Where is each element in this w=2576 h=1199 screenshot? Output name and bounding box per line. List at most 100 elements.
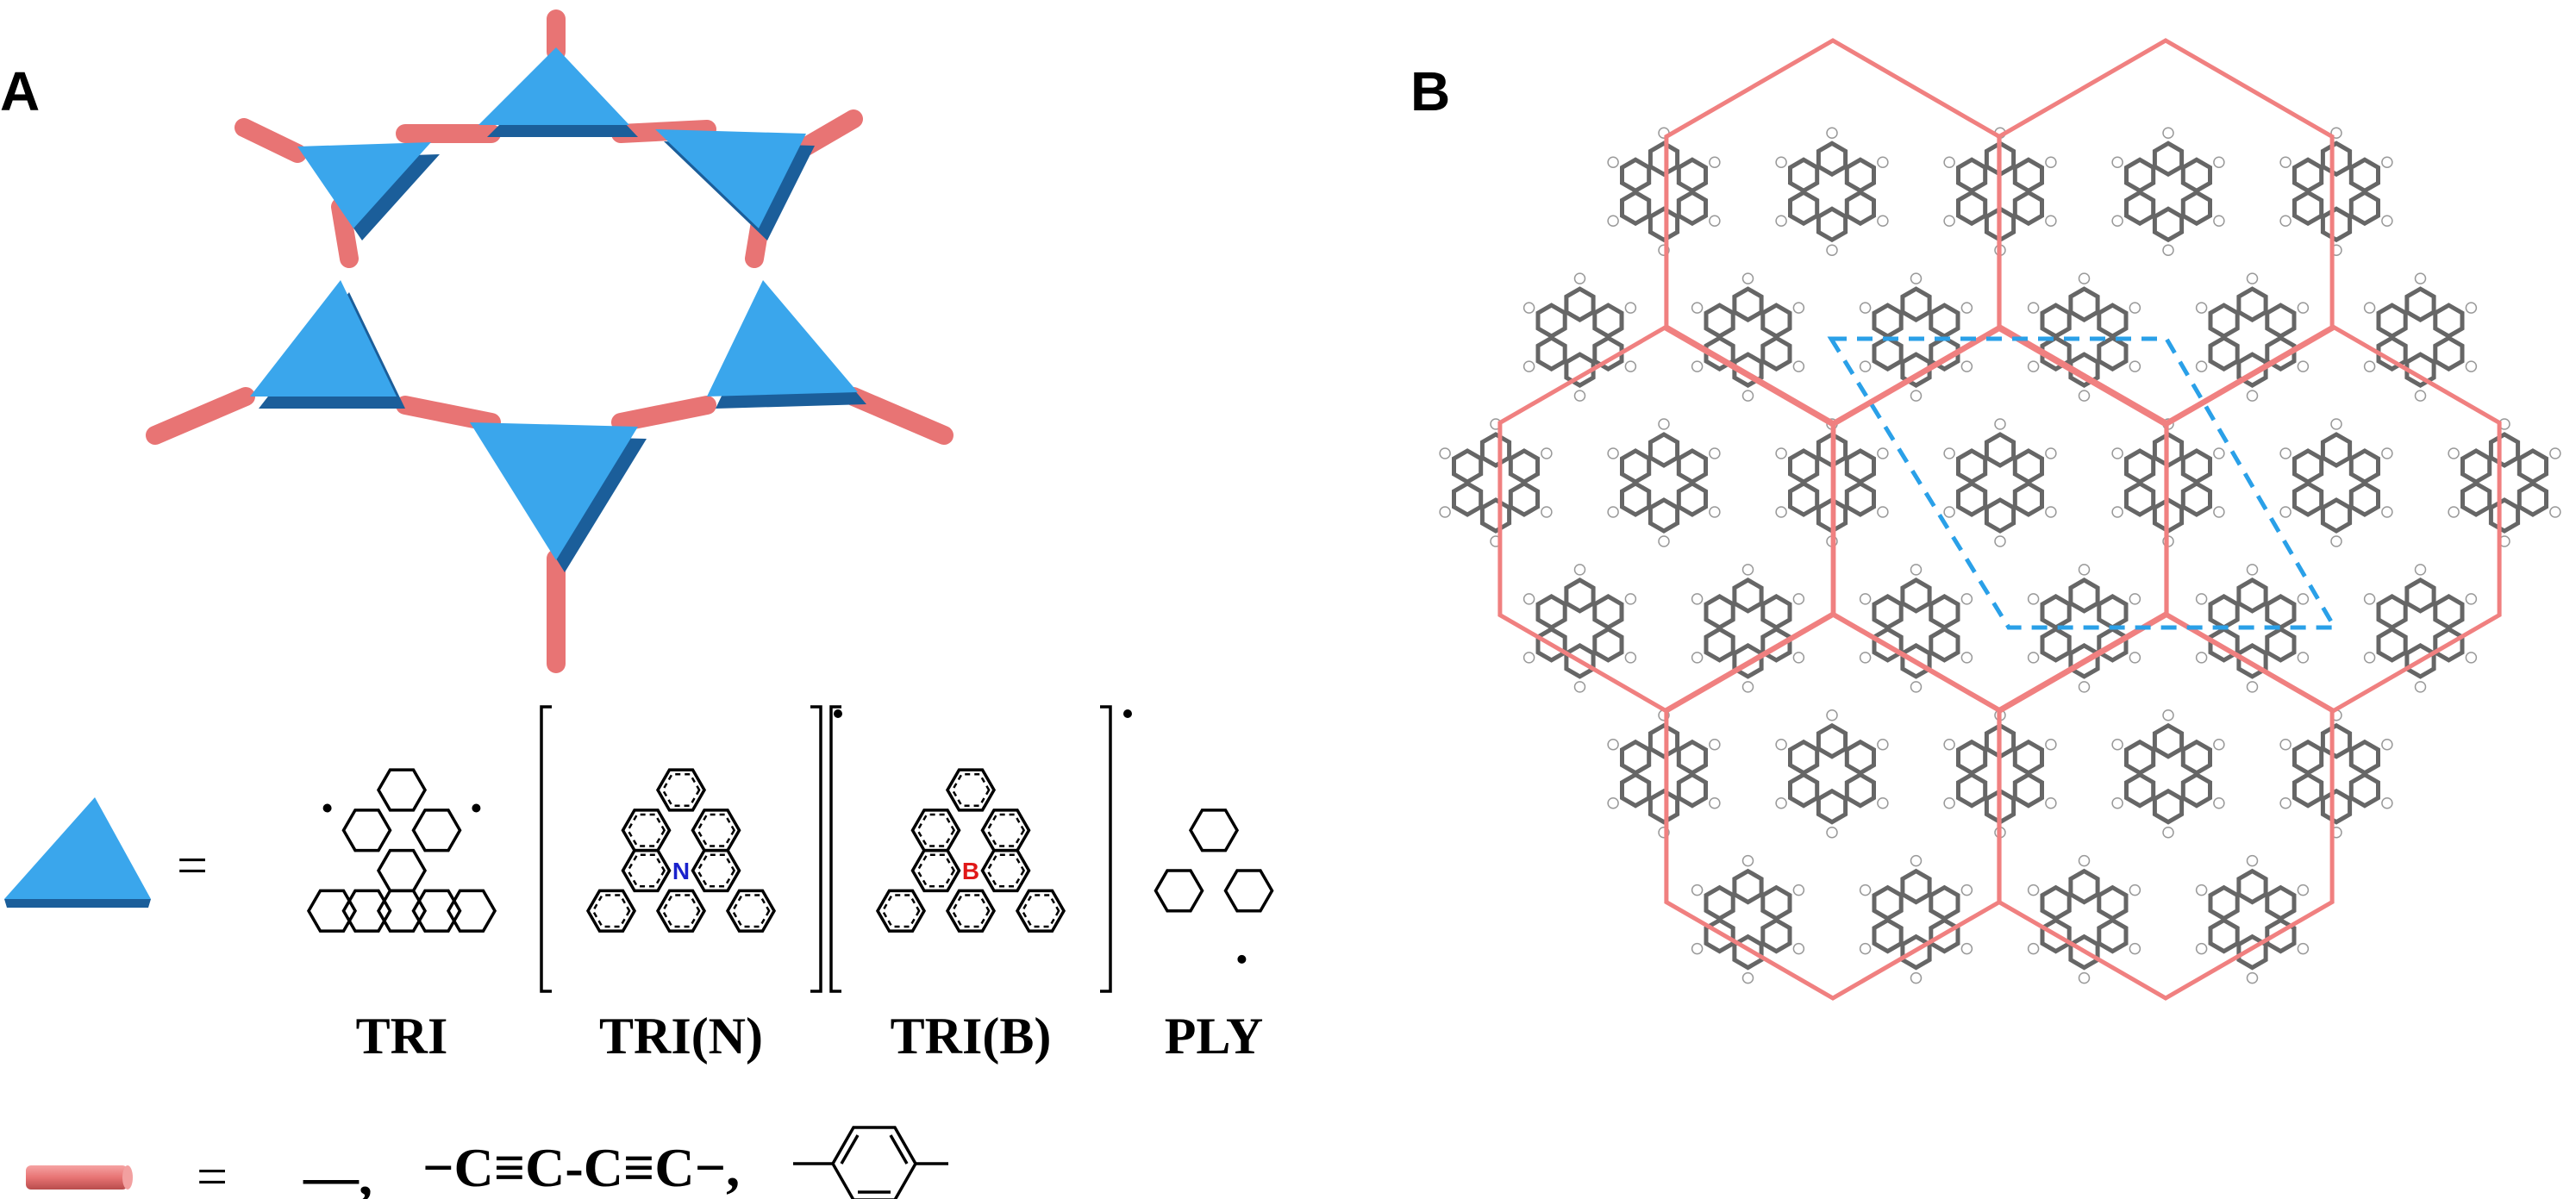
carbon-ring: [1844, 771, 1876, 809]
hydrogen-atom: [2111, 447, 2123, 459]
aromatic-ring: [951, 894, 991, 928]
hydrogen-atom: [1709, 796, 1721, 809]
hydrogen-atom: [2129, 302, 2141, 314]
carbon-ring: [1956, 157, 1988, 194]
carbon-ring: [2012, 739, 2044, 776]
hydrogen-atom: [1522, 593, 1535, 605]
hydrogen-atom: [1573, 390, 1586, 402]
hydrogen-atom: [2381, 796, 2393, 809]
carbon-ring: [1788, 190, 1820, 227]
carbon-ring: [2180, 739, 2212, 776]
carbon-ring: [2208, 594, 2240, 630]
ring-bond: [945, 889, 997, 933]
ring-bond: [446, 889, 497, 933]
hydrogen-atom: [2213, 215, 2225, 228]
carbon-ring: [2012, 190, 2044, 227]
hydrogen-atom: [2279, 796, 2292, 809]
hydrogen-atom: [2297, 302, 2310, 314]
linker-rod: [331, 197, 359, 268]
carbon-ring: [2180, 448, 2212, 484]
carbon-ring: [2236, 286, 2268, 322]
carbon-ring: [1872, 303, 1904, 339]
carbon-ring: [2320, 141, 2353, 178]
carbon-ring: [1816, 206, 1848, 243]
carbon-ring: [2376, 594, 2408, 630]
carbon-ring: [1984, 432, 2016, 468]
carbon-ring: [1732, 578, 1764, 614]
hydrogen-atom: [1709, 215, 1721, 228]
hydrogen-atom: [1541, 447, 1553, 459]
hydrogen-atom: [1960, 302, 1973, 314]
radical-dot: [1123, 709, 1132, 718]
aromatic-ring: [626, 853, 666, 888]
hydrogen-atom: [1960, 884, 1973, 896]
carbon-ring: [2292, 190, 2324, 227]
hydrogen-atom: [2381, 447, 2393, 459]
hydrogen-atom: [1439, 506, 1451, 518]
carbon-ring: [1760, 594, 1792, 630]
carbon-ring: [1929, 303, 1960, 339]
carbon-ring: [2124, 481, 2156, 517]
aromatic-ring: [985, 853, 1026, 888]
hydrogen-atom: [1943, 215, 1955, 228]
ring-bond: [910, 809, 961, 852]
hydrogen-atom: [1741, 681, 1754, 693]
hydrogen-atom: [1709, 156, 1721, 169]
hydrogen-atom: [2448, 447, 2460, 459]
hydrogen-atom: [2549, 506, 2561, 518]
carbon-ring: [2012, 481, 2044, 517]
triangle-node-icon: [4, 797, 151, 908]
carbon-ring: [1479, 432, 1512, 468]
ring-bond: [376, 848, 428, 893]
hydrogen-atom: [2465, 593, 2478, 605]
triangle-node: [297, 142, 431, 228]
carbon-ring: [1956, 448, 1988, 484]
carbon-ring: [2265, 627, 2297, 663]
hydrogen-atom: [1877, 796, 1889, 809]
carbon-ring: [1844, 157, 1876, 194]
hydrogen-atom: [1522, 652, 1535, 664]
carbon-ring: [1844, 190, 1876, 227]
carbon-ring: [1620, 448, 1652, 484]
hydrogen-atom: [2465, 360, 2478, 372]
hydrogen-atom: [2246, 854, 2259, 867]
equals-sign-nodes: =: [177, 834, 208, 896]
carbon-ring: [2348, 157, 2380, 194]
hydrogen-atom: [2246, 564, 2259, 576]
carbon-ring: [2180, 481, 2212, 517]
carbon-ring: [1648, 432, 1680, 468]
hydrogen-atom: [1910, 390, 1923, 402]
ring-bond: [691, 848, 741, 893]
carbon-ring: [2124, 157, 2156, 194]
carbon-ring: [1760, 303, 1792, 339]
carbon-ring: [1648, 788, 1680, 825]
hydrogen-atom: [2195, 942, 2208, 955]
hydrogen-atom: [1943, 447, 1955, 459]
hydrogen-atom: [1826, 826, 1838, 839]
ring-bond: [1154, 869, 1204, 913]
carbon-ring: [2460, 481, 2492, 517]
carbon-ring: [2152, 141, 2185, 178]
carbon-ring: [1564, 286, 1596, 322]
hydrogen-atom: [2279, 506, 2292, 518]
ring-bond: [980, 848, 1031, 893]
carbon-ring: [2152, 788, 2185, 825]
hydrogen-atom: [1573, 681, 1586, 693]
hydrogen-atom: [2279, 156, 2292, 169]
carbon-ring: [2040, 303, 2072, 339]
hydrogen-atom: [1741, 390, 1754, 402]
hydrogen-atom: [2195, 884, 2208, 896]
carbon-ring: [1508, 448, 1540, 484]
hydrogen-atom: [1709, 738, 1721, 751]
hydrogen-atom: [1741, 564, 1754, 576]
carbon-ring: [2040, 594, 2072, 630]
hydrogen-atom: [2162, 826, 2174, 839]
aromatic-ring: [696, 853, 736, 888]
hydrogen-atom: [2027, 593, 2040, 605]
carbon-ring: [1592, 303, 1624, 339]
hydrogen-atom: [1943, 506, 1955, 518]
hydrogen-atom: [1859, 302, 1872, 314]
carbon-ring: [1704, 917, 1735, 954]
carbon-ring: [1900, 578, 1932, 614]
hydrogen-atom: [2045, 215, 2057, 228]
